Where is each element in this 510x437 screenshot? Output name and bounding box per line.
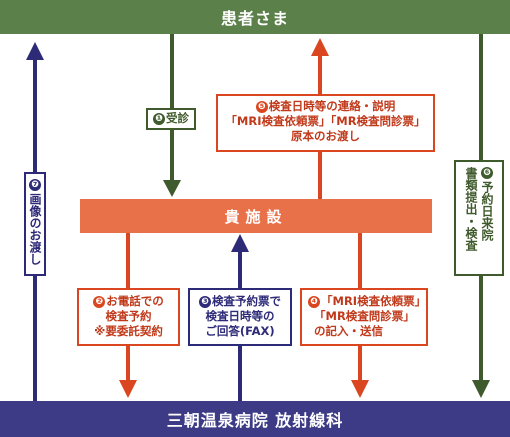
facility-label: 貴施設 <box>224 207 288 226</box>
patient-band: 患者さま <box>0 0 510 34</box>
step-6-vertical-text: 予約日来院 <box>480 181 494 241</box>
patient-label: 患者さま <box>220 9 289 28</box>
step-4-number: ❹ <box>308 296 320 308</box>
step-5-line-3: 原本のお渡し <box>291 129 360 143</box>
step-7-number: ❼ <box>29 179 41 191</box>
step-6-box: 書類提出・検査 ❻ 予約日来院 <box>454 160 504 276</box>
step-2-line-2: 検査予約 <box>105 309 152 323</box>
step-7-vertical-text: 画像のお渡し <box>28 193 42 265</box>
step-3-line-2: 検査日時等の <box>205 309 275 323</box>
step-4-line-3: の記入・送信 <box>314 324 383 338</box>
step-4-line-1: 「MRI検査依頼票」 <box>321 294 427 308</box>
step-6-vertical-text-2: 書類提出・検査 <box>464 167 478 251</box>
step-2-line-1: お電話での <box>106 294 164 308</box>
step-5-number: ❺ <box>255 101 268 113</box>
step-7-box: ❼ 画像のお渡し <box>24 172 46 276</box>
step-5-line-2: 「MRI検査依頼票」「MR検査問診票」 <box>225 114 426 128</box>
step-6-number: ❻ <box>481 167 493 179</box>
step-3-number: ❸ <box>199 296 211 308</box>
step-1-number: ❶ <box>153 113 165 125</box>
step-6-first-column: ❻ 予約日来院 <box>480 167 494 241</box>
step-2-number: ❷ <box>93 296 106 308</box>
facility-band: 貴施設 <box>80 199 432 233</box>
step-1-text: 受診 <box>166 111 189 125</box>
step-4-box: ❹「MRI検査依頼票」 「MR検査問診票」 の記入・送信 <box>300 288 428 346</box>
step-5-line-1: 検査日時等の連絡・説明 <box>268 99 396 113</box>
hospital-label: 三朝温泉病院 放射線科 <box>166 411 344 430</box>
step-4-line-2: 「MR検査問診票」 <box>314 309 415 323</box>
step-3-line-1: 検査予約票で <box>212 294 281 308</box>
step-2-line-3: ※要委託契約 <box>94 324 163 338</box>
step-3-line-3: ご回答(FAX) <box>205 324 275 338</box>
hospital-band: 三朝温泉病院 放射線科 <box>0 401 510 437</box>
